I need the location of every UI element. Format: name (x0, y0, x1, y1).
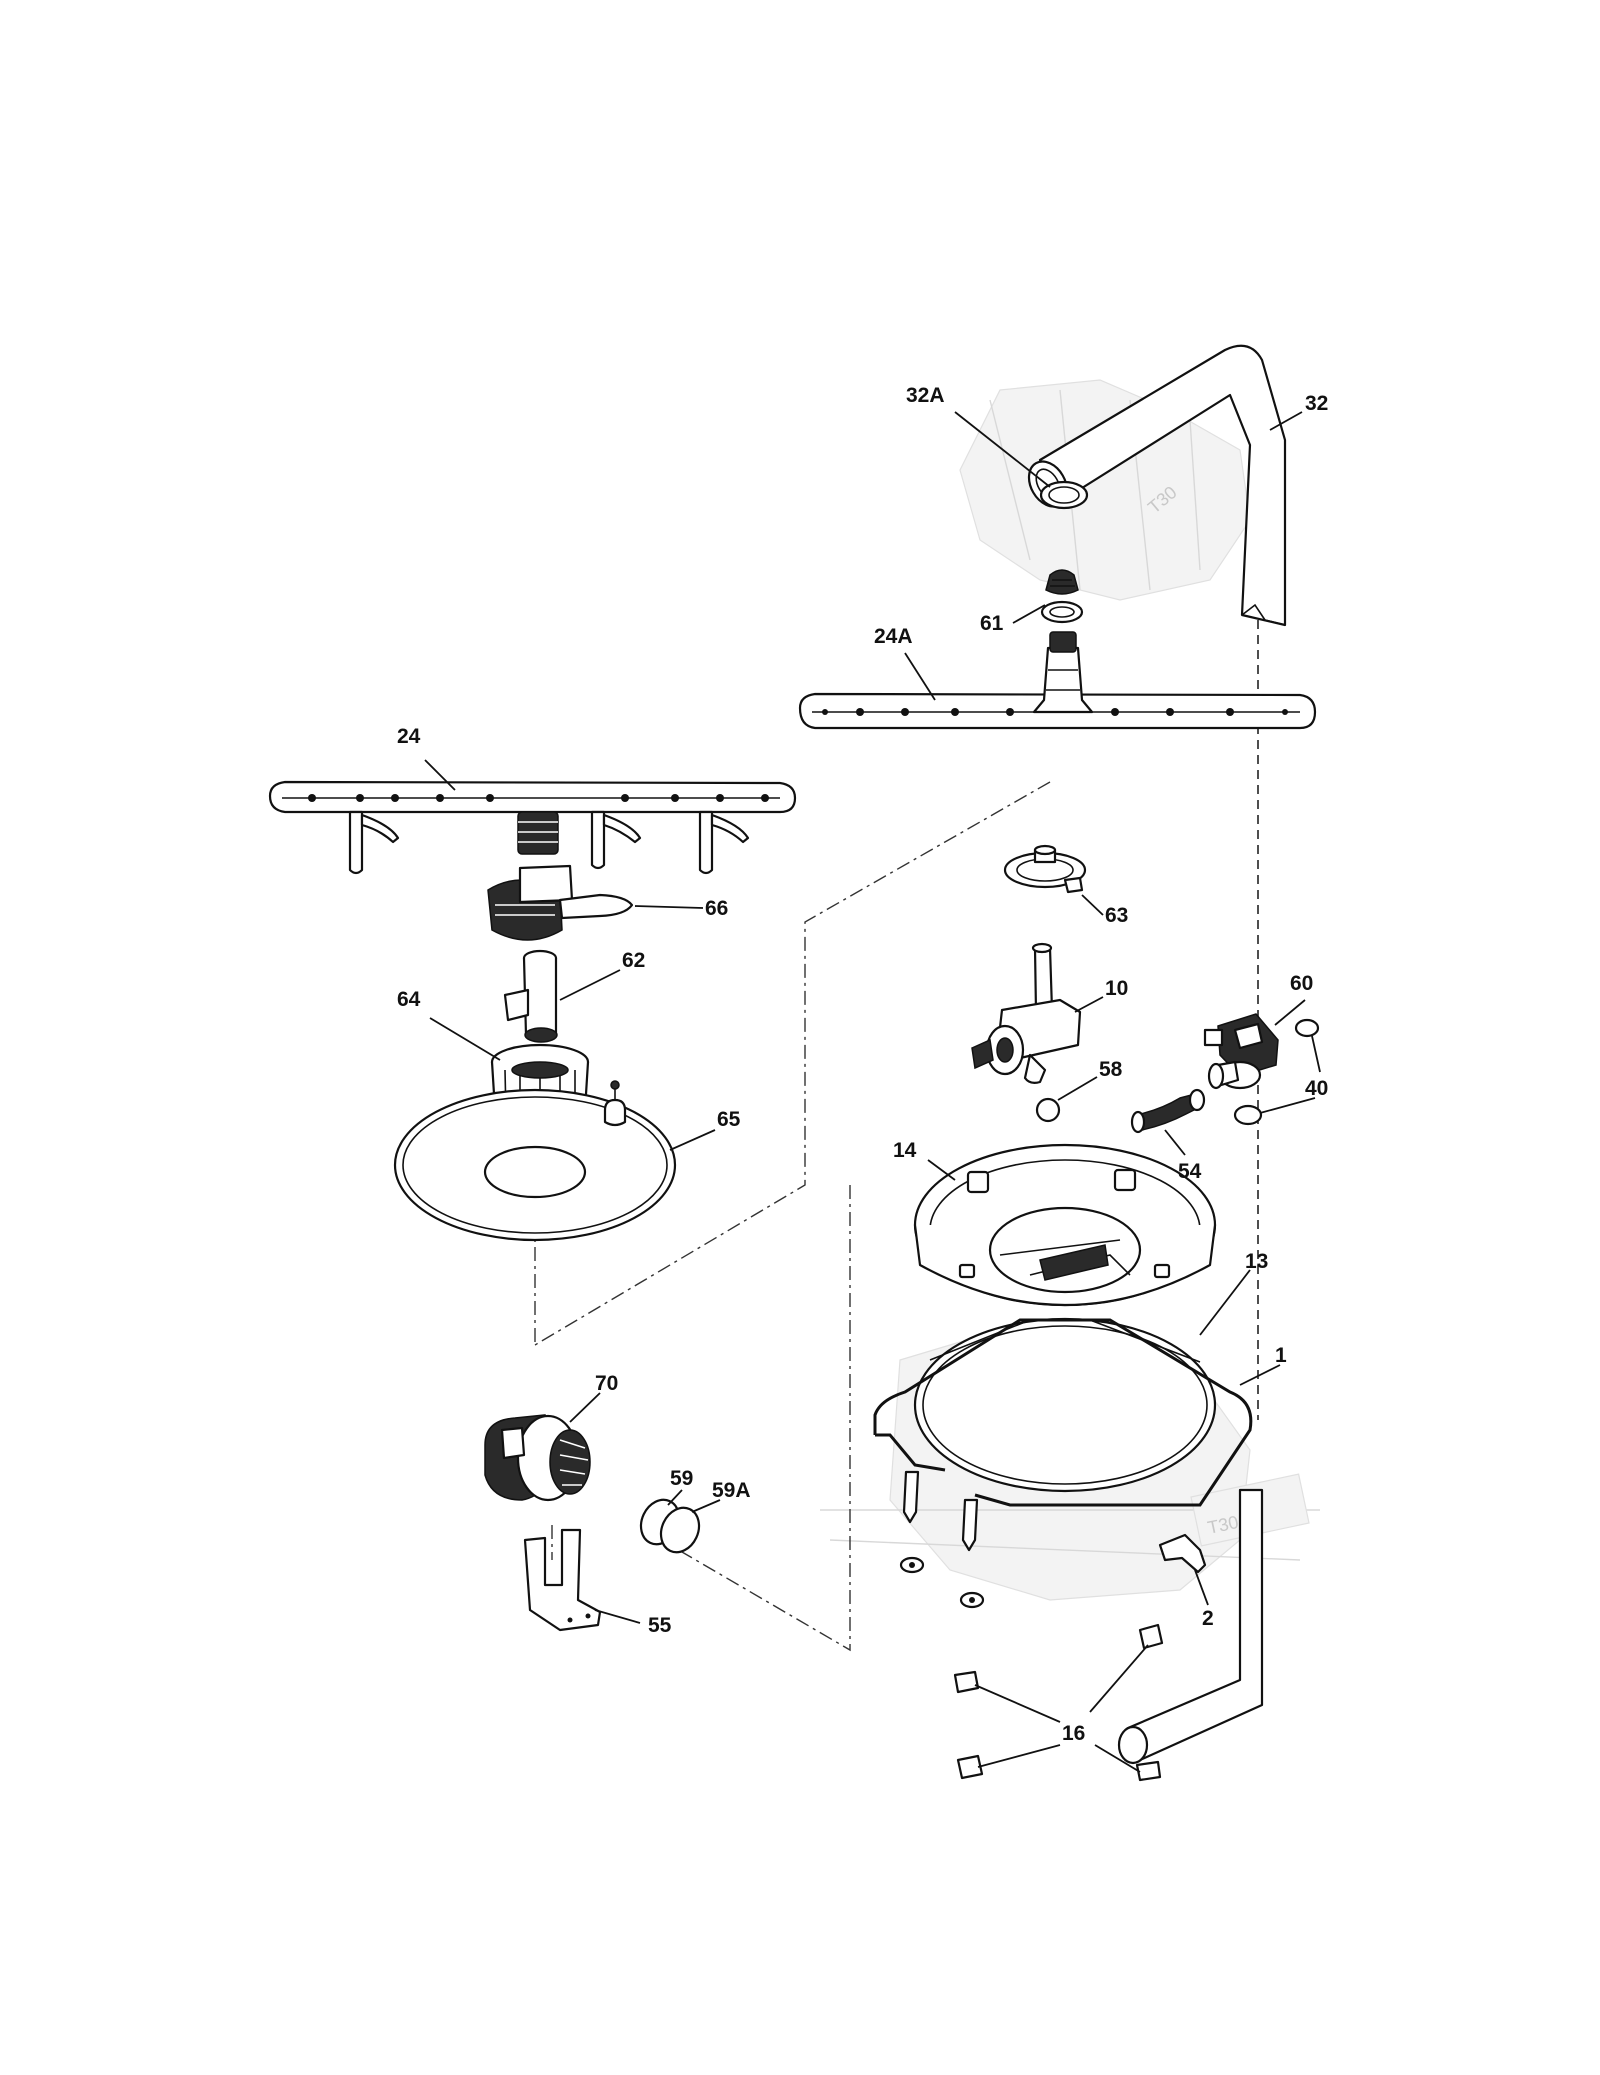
leader-16-c (977, 1744, 1061, 1768)
callout-64: 64 (397, 988, 421, 1011)
part-61-nut-washer (1040, 569, 1084, 624)
part-13-gasket-ring (913, 1317, 1217, 1493)
callout-24: 24 (397, 725, 421, 748)
leader-55 (594, 1609, 641, 1624)
callout-70: 70 (595, 1372, 618, 1395)
callout-2: 2 (1202, 1607, 1214, 1630)
callout-10: 10 (1105, 977, 1128, 1000)
part-1-heating-element (873, 1318, 1253, 1609)
callout-65: 65 (717, 1108, 741, 1131)
leader-16-a (974, 1684, 1061, 1723)
part-32a-gasket (1039, 480, 1089, 510)
leader-14 (927, 1159, 956, 1181)
guide-line-center (669, 1185, 851, 1652)
part-10-pump-housing (971, 942, 1082, 1084)
callout-60: 60 (1290, 972, 1313, 995)
leader-16-b (1089, 1644, 1149, 1713)
leader-13 (1199, 1269, 1251, 1336)
callout-58: 58 (1099, 1058, 1123, 1081)
callout-63: 63 (1105, 904, 1128, 927)
leader-70 (569, 1392, 601, 1423)
callout-54: 54 (1178, 1160, 1202, 1183)
callout-24a: 24A (874, 625, 913, 648)
part-70-motor (484, 1414, 591, 1502)
callout-32: 32 (1305, 392, 1328, 415)
leader-61 (1012, 604, 1046, 624)
callout-40: 40 (1305, 1077, 1328, 1100)
leader-1 (1239, 1364, 1281, 1386)
callout-61: 61 (980, 612, 1004, 635)
part-16-grommets (953, 1623, 1164, 1782)
leader-63 (1081, 894, 1104, 916)
part-60-drain-pump (1203, 1013, 1279, 1090)
leader-32a (954, 411, 1051, 488)
leader-59a (691, 1499, 721, 1513)
leader-65 (669, 1129, 716, 1151)
guide-line-left (534, 781, 1051, 1346)
leader-60 (1274, 999, 1306, 1026)
part-63-pump-cover (1003, 844, 1087, 894)
assembly-guide-lines (534, 605, 1259, 1652)
leader-40-bottom (1259, 1097, 1316, 1114)
spray-holes-24 (308, 794, 769, 802)
leader-lines (424, 411, 1321, 1773)
leader-10 (1074, 996, 1104, 1013)
callout-32a: 32A (906, 384, 945, 407)
part-62-support-tube (503, 949, 558, 1043)
leader-32 (1269, 411, 1303, 431)
callout-59a: 59A (712, 1479, 751, 1502)
callout-labels: 32A 32 61 24A 24 66 62 64 65 63 10 60 58… (397, 384, 1328, 1745)
leader-24a (904, 652, 936, 701)
leader-62 (559, 969, 621, 1001)
part-54-drain-hose (1130, 1088, 1206, 1134)
part-58-check-ball (1035, 1097, 1061, 1123)
callout-59: 59 (670, 1467, 693, 1490)
part-65-filter-screen (393, 1080, 677, 1242)
part-24-lower-spray-arm (268, 780, 797, 875)
part-2-element-clip (1158, 1533, 1207, 1574)
callout-14: 14 (893, 1139, 917, 1162)
part-40-o-rings (1233, 1018, 1320, 1126)
leader-58 (1057, 1076, 1098, 1101)
callout-62: 62 (622, 949, 645, 972)
part-32-riser-tube (1027, 344, 1287, 1765)
leader-16-d (1094, 1744, 1141, 1773)
leader-2 (1194, 1569, 1209, 1606)
leader-40-top (1311, 1035, 1321, 1073)
spray-holes-24a (822, 708, 1288, 716)
part-24a-upper-spray-arm (798, 631, 1317, 730)
callout-55: 55 (648, 1614, 672, 1637)
part-55-motor-bracket (523, 1528, 602, 1632)
callout-13: 13 (1245, 1250, 1268, 1273)
part-14-sump (913, 1143, 1217, 1307)
leader-64 (429, 1017, 501, 1061)
leader-24 (424, 759, 456, 791)
part-66-chopper-blade (487, 864, 634, 941)
leader-54 (1164, 1129, 1186, 1156)
callout-16: 16 (1062, 1722, 1085, 1745)
callout-1: 1 (1275, 1344, 1287, 1367)
callout-66: 66 (705, 897, 728, 920)
leader-59 (667, 1489, 683, 1506)
part-59a-o-ring (659, 1506, 701, 1554)
leader-66 (634, 905, 704, 909)
